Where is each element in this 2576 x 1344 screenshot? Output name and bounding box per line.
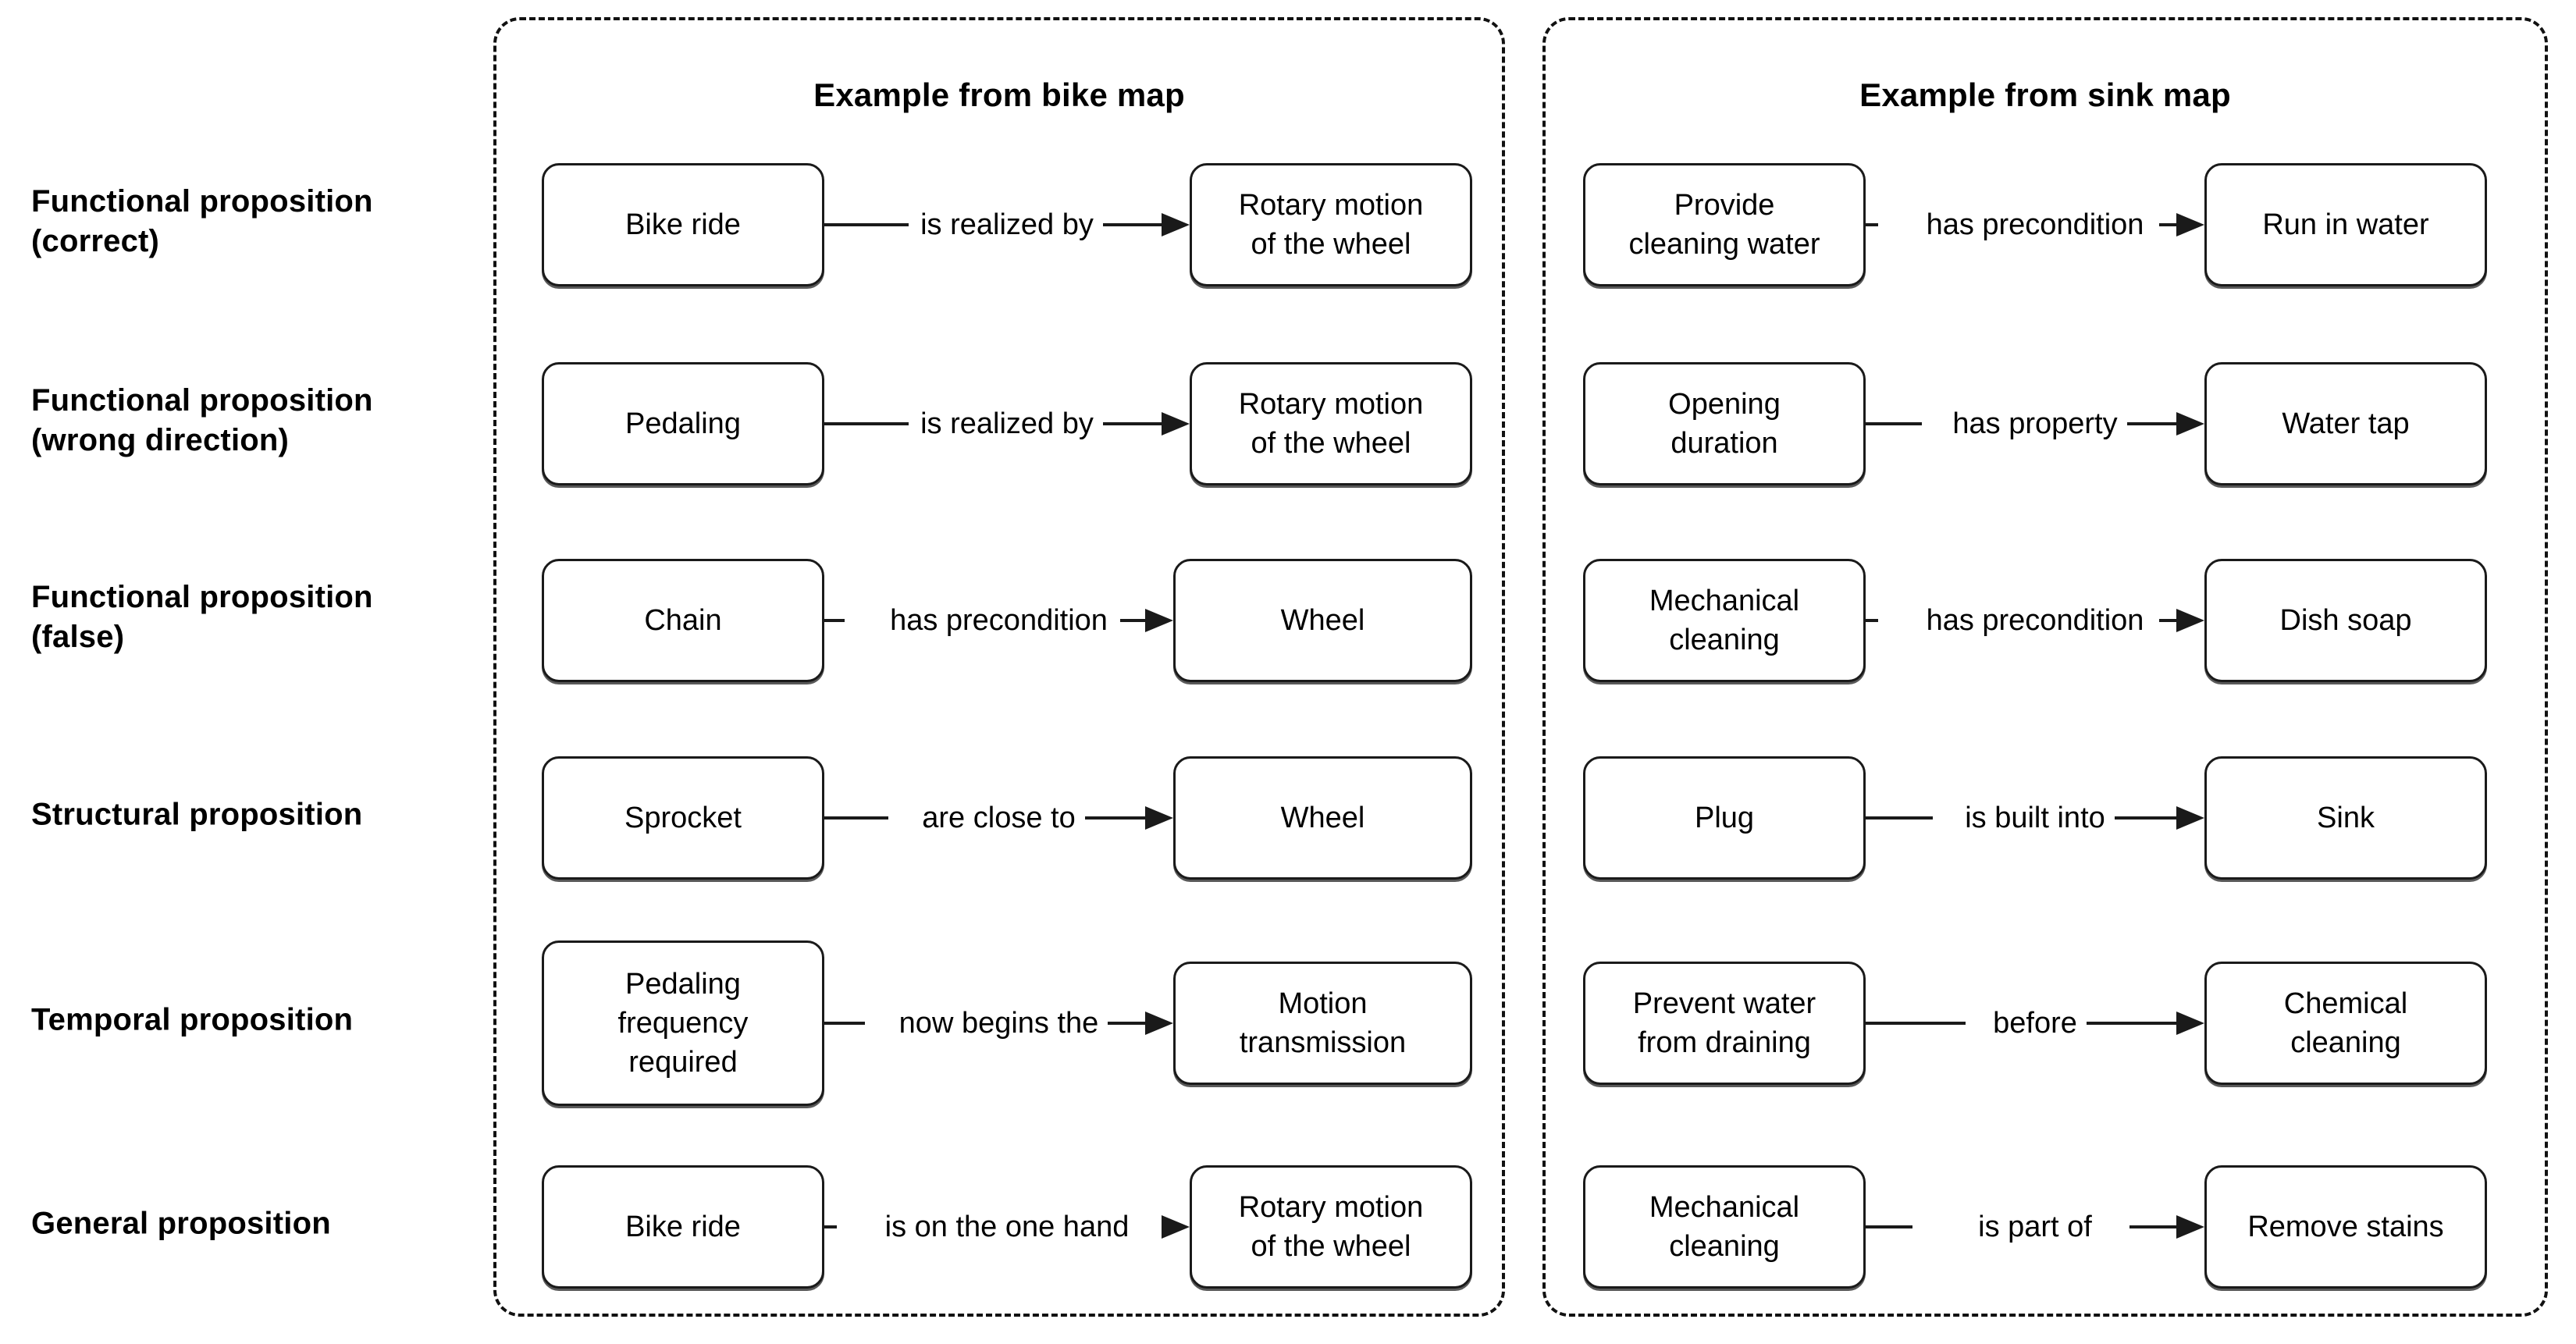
node-label: Remove stains — [2247, 1210, 2444, 1243]
arrowhead-icon — [1162, 1215, 1190, 1239]
node-target[interactable]: Dish soap — [2204, 559, 2487, 682]
arrowhead-icon — [1145, 1012, 1173, 1035]
node-target[interactable]: Sink — [2204, 756, 2487, 880]
edge-label: has precondition — [1916, 606, 2154, 635]
node-target[interactable]: Run in water — [2204, 163, 2487, 286]
node-label: Bike ride — [625, 208, 741, 241]
node-source[interactable]: Bike ride — [542, 163, 824, 286]
row-label-line1: General proposition — [31, 1206, 331, 1241]
edge-label: has property — [1943, 409, 2127, 439]
arrowhead-icon — [1145, 609, 1173, 632]
arrowhead-icon — [2176, 609, 2204, 632]
arrowhead-icon — [1162, 213, 1190, 236]
edge-label: is realized by — [911, 210, 1103, 240]
arrowhead-icon — [2176, 1215, 2204, 1239]
node-label: Wheel — [1280, 603, 1365, 637]
node-label: Chain — [644, 603, 722, 637]
row-label-general: General proposition — [31, 1204, 484, 1243]
node-source[interactable]: Pedaling — [542, 362, 824, 485]
row-label-functional-wrong-direction: Functional proposition (wrong direction) — [31, 381, 484, 460]
arrowhead-icon — [2176, 412, 2204, 436]
row-label-structural: Structural proposition — [31, 795, 484, 834]
edge-label: is part of — [1969, 1212, 2101, 1242]
node-label: Run in water — [2262, 208, 2429, 241]
node-target[interactable]: Water tap — [2204, 362, 2487, 485]
row-label-line1: Temporal proposition — [31, 1002, 354, 1037]
edge-label: are close to — [913, 803, 1085, 833]
node-label: Bike ride — [625, 1210, 741, 1243]
node-target[interactable]: Wheel — [1173, 559, 1472, 682]
row-label-functional-false: Functional proposition (false) — [31, 578, 484, 657]
edge-label: has precondition — [1916, 210, 2154, 240]
edge-label: is on the one hand — [875, 1212, 1139, 1242]
node-source[interactable]: Bike ride — [542, 1165, 824, 1289]
row-label-functional-correct: Functional proposition (correct) — [31, 182, 484, 261]
node-label: Sprocket — [624, 801, 742, 834]
node-target[interactable]: Wheel — [1173, 756, 1472, 880]
arrowhead-icon — [2176, 1012, 2204, 1035]
row-label-line1: Functional proposition — [31, 579, 373, 614]
row-label-line1: Structural proposition — [31, 797, 363, 832]
edge-label: is realized by — [911, 409, 1103, 439]
node-label: Pedaling — [625, 407, 741, 440]
arrowhead-icon — [1162, 412, 1190, 436]
arrowhead-icon — [1145, 806, 1173, 830]
node-label: Dish soap — [2279, 603, 2412, 637]
panel-bike-map: Example from bike map Bike ride is reali… — [493, 17, 1505, 1317]
edge-label: now begins the — [889, 1008, 1108, 1038]
node-label: Plug — [1694, 801, 1755, 834]
node-label: Water tap — [2282, 407, 2410, 440]
row-label-line2: (wrong direction) — [31, 423, 290, 457]
node-label: Wheel — [1280, 801, 1365, 834]
row-label-line1: Functional proposition — [31, 382, 373, 418]
edge-label: has precondition — [881, 606, 1117, 635]
node-target[interactable]: Remove stains — [2204, 1165, 2487, 1289]
row-label-temporal: Temporal proposition — [31, 1000, 484, 1040]
arrowhead-icon — [2176, 806, 2204, 830]
row-label-line2: (correct) — [31, 224, 160, 258]
panel-title-bike-map: Example from bike map — [813, 76, 1185, 113]
node-label: Sink — [2317, 801, 2375, 834]
row-label-line2: (false) — [31, 620, 125, 654]
node-source[interactable]: Chain — [542, 559, 824, 682]
panel-title-sink-map: Example from sink map — [1859, 76, 2231, 113]
row-label-line1: Functional proposition — [31, 183, 373, 219]
proposition-type-label-column: Functional proposition (correct) Function… — [31, 0, 484, 1344]
node-source[interactable]: Sprocket — [542, 756, 824, 880]
edge-label: before — [1984, 1008, 2087, 1038]
node-source[interactable]: Plug — [1583, 756, 1866, 880]
arrowhead-icon — [2176, 213, 2204, 236]
edge-label: is built into — [1955, 803, 2115, 833]
